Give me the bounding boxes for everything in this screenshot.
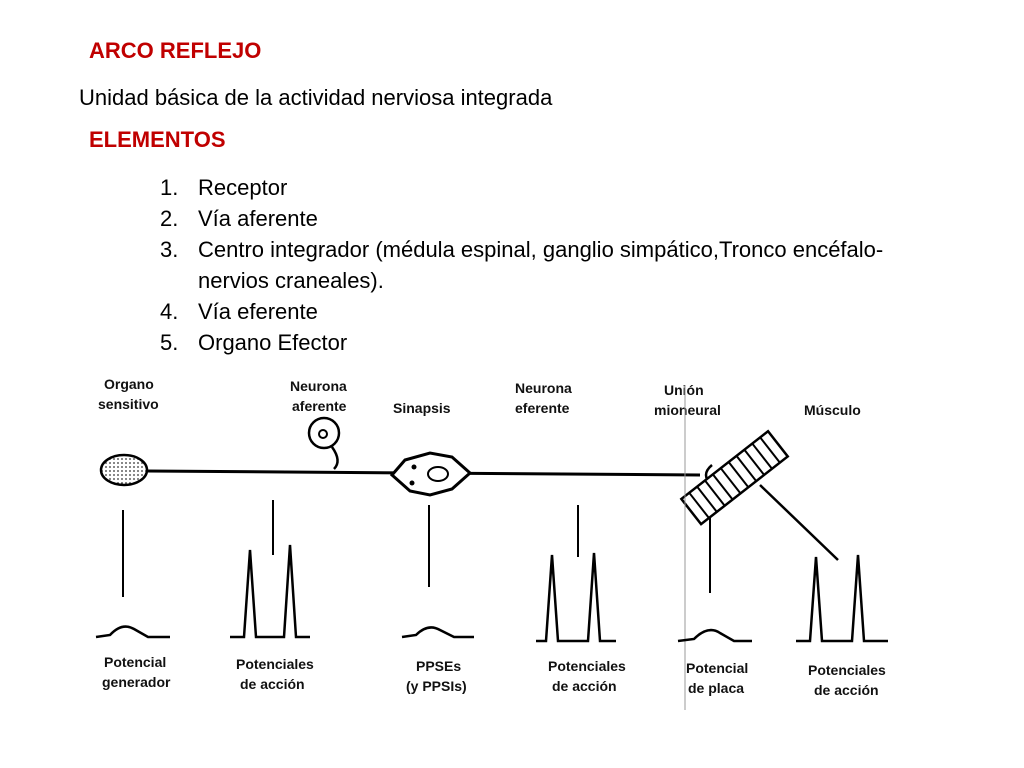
elements-heading: ELEMENTOS [89, 127, 226, 152]
list-text: Receptor [198, 175, 288, 200]
trace-potencial-placa [677, 628, 752, 643]
label-ppse-1: PPSEs [416, 658, 461, 674]
page-title: ARCO REFLEJO [89, 38, 262, 63]
list-item: 1. Receptor [160, 172, 920, 203]
label-neurona-eferente-1: Neurona [515, 380, 572, 396]
trace-potencial-generador [95, 625, 170, 639]
list-item: 5. Organo Efector [160, 327, 920, 358]
label-potenciales-accion-1a: Potenciales [236, 656, 314, 672]
label-potencial-generador-1: Potencial [104, 654, 166, 670]
label-union-mioneural-1: Unión [664, 382, 704, 398]
muscle-fiber [679, 429, 790, 526]
list-text: Organo Efector [198, 330, 348, 355]
synapse-terminal [411, 464, 417, 470]
efferent-neuron-nucleus [427, 466, 449, 482]
label-potenciales-accion-3b: de acción [814, 682, 879, 698]
trace-potenciales-accion-3 [796, 554, 888, 643]
label-ppse-2: (y PPSIs) [406, 678, 467, 694]
list-text: Vía aferente [198, 206, 318, 231]
reflex-arc-diagram: Organo sensitivo Neurona aferente Sinaps… [95, 376, 888, 710]
efferent-neuron-body [389, 451, 473, 497]
list-text: Vía eferente [198, 299, 318, 324]
list-number: 3. [160, 237, 179, 262]
muscle-tendon [759, 484, 839, 561]
label-neurona-aferente-2: aferente [292, 398, 347, 414]
sensory-organ [99, 453, 149, 487]
label-organo-sensitivo-1: Organo [104, 376, 154, 392]
synapse-terminal [409, 480, 415, 486]
label-neurona-eferente-2: eferente [515, 400, 570, 416]
trace-potenciales-accion-1 [230, 544, 310, 639]
label-organo-sensitivo-2: sensitivo [98, 396, 159, 412]
label-potencial-placa-1: Potencial [686, 660, 748, 676]
list-number: 1. [160, 175, 179, 200]
subtitle: Unidad básica de la actividad nerviosa i… [79, 85, 553, 110]
list-text: Centro integrador (médula espinal, gangl… [198, 237, 884, 293]
afferent-neuron-body [307, 416, 341, 450]
list-number: 2. [160, 206, 179, 231]
trace-potenciales-accion-2 [536, 552, 616, 643]
label-potencial-generador-2: generador [102, 674, 171, 690]
list-number: 4. [160, 299, 179, 324]
label-sinapsis: Sinapsis [393, 400, 451, 416]
label-potencial-placa-2: de placa [688, 680, 744, 696]
afferent-neuron-nucleus [318, 429, 328, 439]
list-item: 3. Centro integrador (médula espinal, gan… [160, 234, 920, 296]
label-neurona-aferente-1: Neurona [290, 378, 347, 394]
label-union-mioneural-2: mioneural [654, 402, 721, 418]
list-item: 2. Vía aferente [160, 203, 920, 234]
afferent-neuron-axon [330, 446, 339, 470]
list-number: 5. [160, 330, 179, 355]
label-potenciales-accion-2a: Potenciales [548, 658, 626, 674]
label-potenciales-accion-2b: de acción [552, 678, 617, 694]
label-potenciales-accion-3a: Potenciales [808, 662, 886, 678]
elements-list: 1. Receptor 2. Vía aferente 3. Centro integ… [160, 172, 920, 358]
trace-ppse [401, 626, 474, 639]
list-item: 4. Vía eferente [160, 296, 920, 327]
label-musculo: Músculo [804, 402, 861, 418]
label-potenciales-accion-1b: de acción [240, 676, 305, 692]
